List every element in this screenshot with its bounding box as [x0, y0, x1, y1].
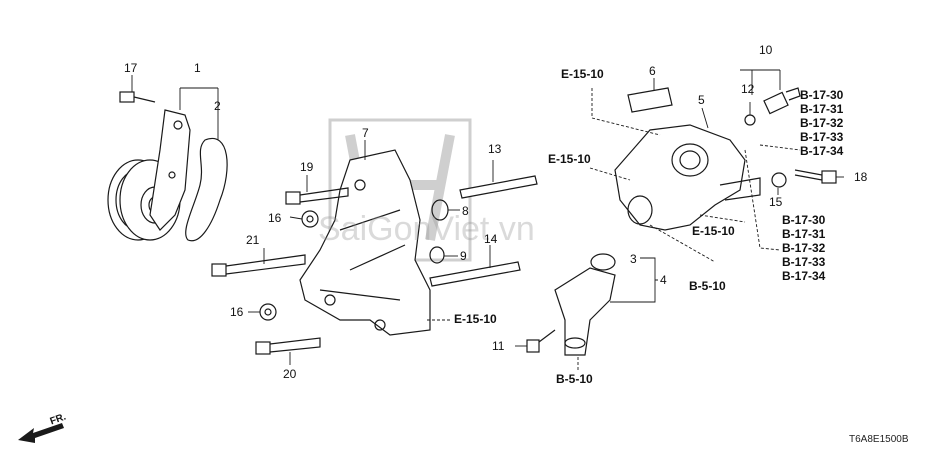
- part-number-20: 20: [283, 367, 297, 381]
- stud-13: [459, 175, 538, 199]
- part-number-2: 2: [214, 99, 221, 113]
- part-number-10: 10: [759, 43, 773, 57]
- o-ring-15: [771, 172, 787, 188]
- ref-e15-lower: E-15-10: [454, 312, 497, 326]
- part-number-9: 9: [460, 249, 467, 263]
- thermostat-housing: [554, 253, 616, 356]
- ref-b510-right: B-5-10: [689, 279, 726, 293]
- part-number-8: 8: [462, 204, 469, 218]
- part-number-21: 21: [246, 233, 260, 247]
- part-number-14: 14: [484, 232, 498, 246]
- part-number-7: 7: [362, 126, 369, 140]
- nut-16-lower: [259, 303, 277, 321]
- bolt-20: [255, 337, 321, 355]
- gasket-6: [627, 87, 673, 113]
- part-number-17: 17: [124, 61, 138, 75]
- part-number-16-upper: 16: [268, 211, 282, 225]
- part-number-11: 11: [492, 339, 505, 353]
- bolt-17: [119, 91, 156, 103]
- tensioner-pulley-assembly: [107, 109, 191, 241]
- bolt-19: [285, 187, 349, 205]
- gasket-ring: [185, 137, 228, 242]
- bracket: [299, 149, 431, 336]
- stud-14: [429, 261, 521, 287]
- front-direction-arrow: [18, 423, 64, 443]
- part-number-18: 18: [854, 170, 868, 184]
- ref-b510-bottom: B-5-10: [556, 372, 593, 386]
- water-outlet-housing: [614, 124, 746, 231]
- part-number-3: 3: [630, 252, 637, 266]
- ref-b17-lower: B-17-30 B-17-31 B-17-32 B-17-33 B-17-34: [782, 213, 826, 283]
- diagram-code: T6A8E1500B: [849, 434, 909, 445]
- leader-lines: [131, 69, 844, 370]
- bolt-18: [794, 169, 837, 184]
- temperature-sensor: [744, 87, 801, 126]
- o-ring-9: [429, 246, 445, 264]
- watermark-text: SaiGonViet.vn: [318, 210, 535, 248]
- part-number-1: 1: [194, 61, 201, 75]
- part-number-19: 19: [300, 160, 314, 174]
- bolt-11: [526, 329, 556, 353]
- part-number-5: 5: [698, 93, 705, 107]
- part-number-4: 4: [660, 273, 667, 287]
- part-number-15: 15: [769, 195, 783, 209]
- ref-e15-right: E-15-10: [692, 224, 735, 238]
- nut-16-upper: [301, 210, 319, 228]
- part-number-13: 13: [488, 142, 502, 156]
- part-number-6: 6: [649, 64, 656, 78]
- part-number-12: 12: [741, 82, 755, 96]
- bolt-21: [211, 254, 306, 277]
- part-number-16-lower: 16: [230, 305, 244, 319]
- ref-b17-upper: B-17-30 B-17-31 B-17-32 B-17-33 B-17-34: [800, 88, 844, 158]
- ref-e15-mid: E-15-10: [548, 152, 591, 166]
- ref-e15-top: E-15-10: [561, 67, 604, 81]
